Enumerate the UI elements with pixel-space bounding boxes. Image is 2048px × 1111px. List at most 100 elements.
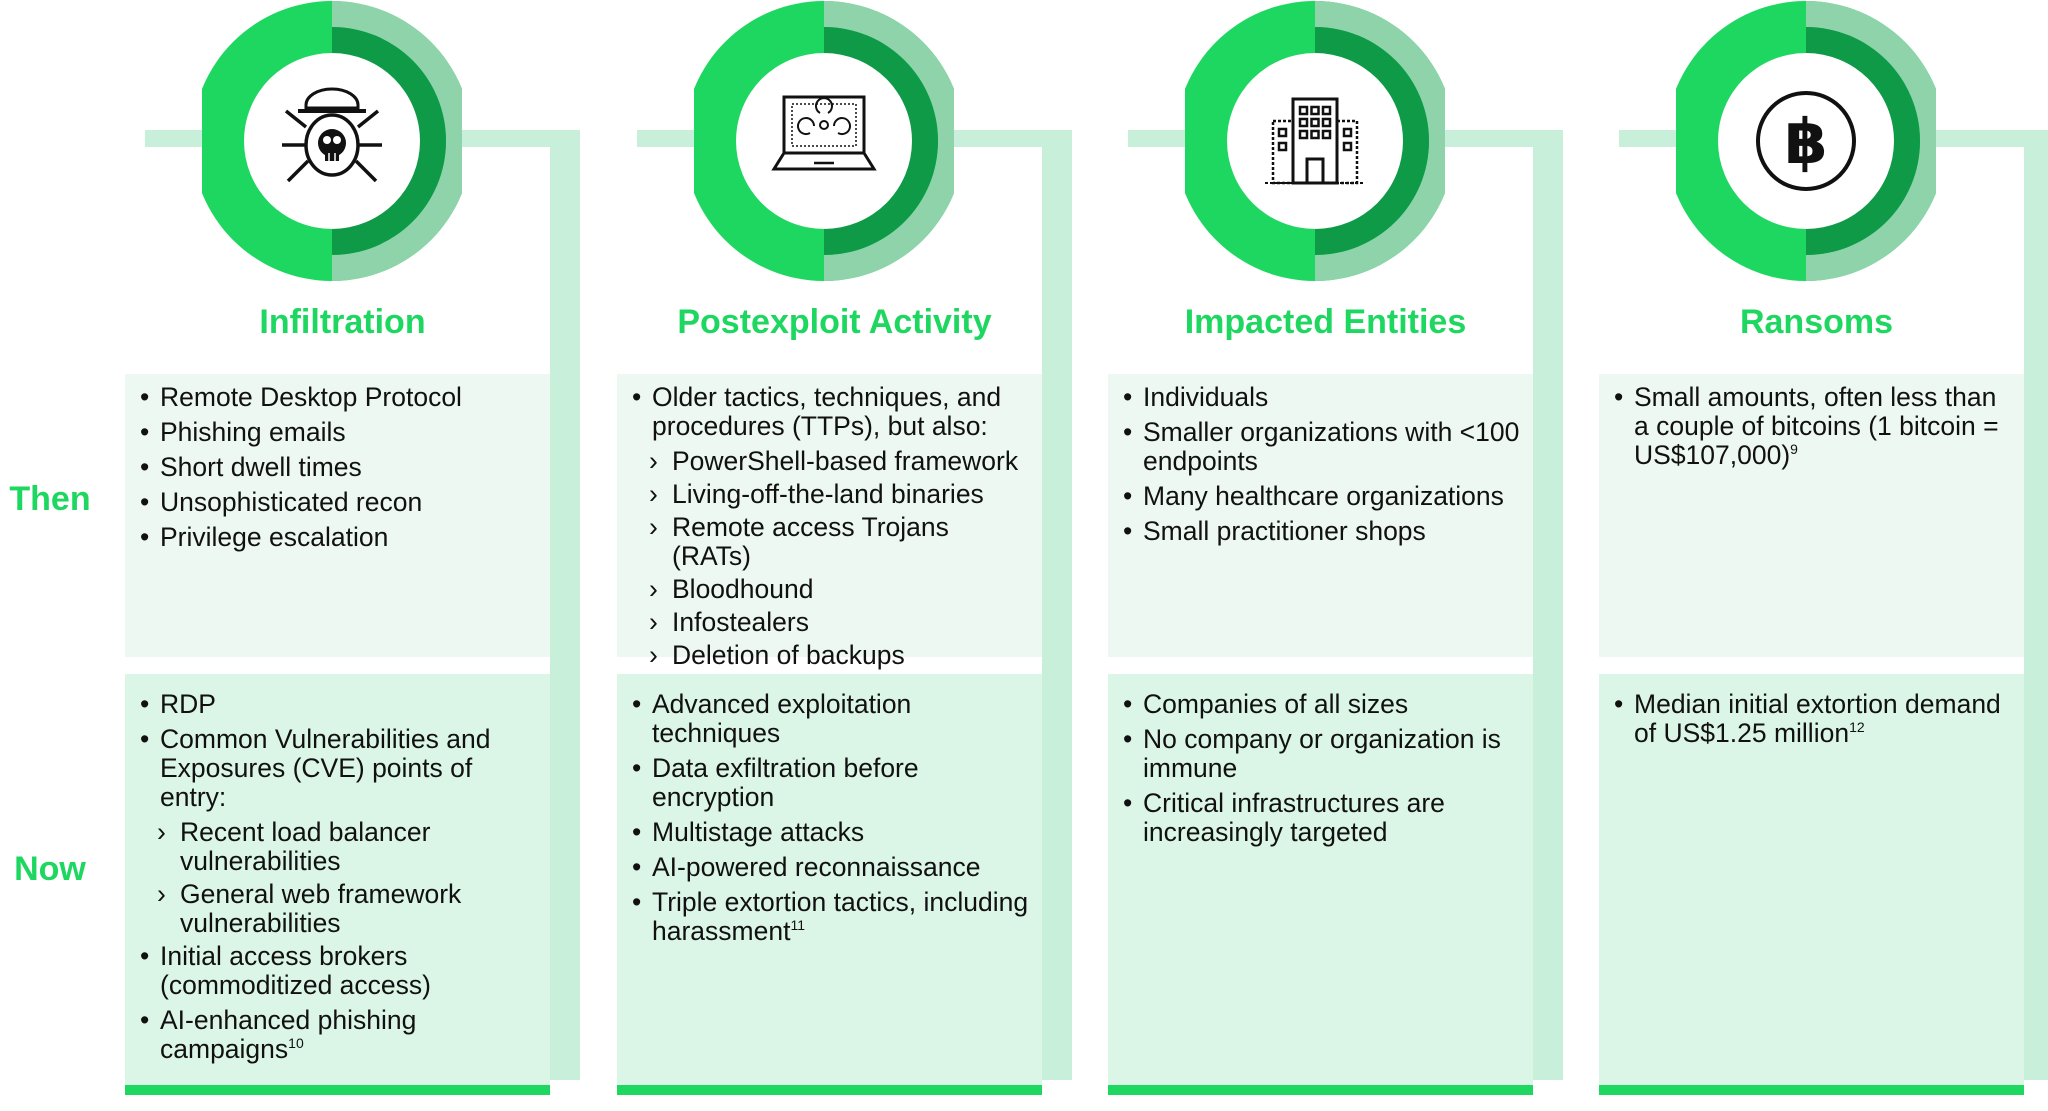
card	[1108, 147, 1533, 1095]
footnote-ref: 9	[1790, 441, 1798, 458]
list-item: Advanced exploitation techniques	[632, 690, 1032, 748]
list-item-text: Common Vulnerabilities and Exposures (CV…	[160, 724, 491, 812]
list-item-text: Smaller organizations with <100 endpoint…	[1143, 417, 1520, 476]
list-item: AI-powered reconnaissance	[632, 852, 1032, 883]
bitcoin-icon: ฿	[1756, 91, 1856, 191]
list-item-text: Deletion of backups	[672, 640, 905, 670]
column-infiltration: InfiltrationRemote Desktop ProtocolPhish…	[125, 0, 580, 1111]
list-item: Multistage attacks	[632, 817, 1032, 848]
now-list: Advanced exploitation techniquesData exf…	[632, 690, 1032, 952]
bug-skull-icon	[282, 87, 382, 183]
footnote-ref: 11	[790, 917, 805, 934]
list-item-text: No company or organization is immune	[1143, 724, 1501, 783]
list-item: Triple extortion tactics, including hara…	[632, 888, 1032, 946]
list-item-text: Phishing emails	[160, 417, 346, 447]
list-item: Older tactics, techniques, and procedure…	[632, 383, 1032, 441]
column-postexploit-activity: Postexploit ActivityOlder tactics, techn…	[617, 0, 1072, 1111]
icon-ring	[694, 1, 954, 281]
svg-text:฿: ฿	[1784, 105, 1827, 178]
list-item-text: Remote access Trojans (RATs)	[672, 512, 949, 571]
list-item-text: Remote Desktop Protocol	[160, 382, 462, 412]
list-item: Companies of all sizes	[1123, 689, 1523, 720]
list-item-text: General web framework vulnerabilities	[180, 879, 462, 938]
list-item: Common Vulnerabilities and Exposures (CV…	[140, 725, 540, 812]
column-title: Infiltration	[259, 303, 426, 341]
footnote-ref: 12	[1849, 719, 1865, 736]
list-item-text: Individuals	[1143, 382, 1269, 412]
sub-list-item: Infostealers	[632, 607, 1032, 638]
list-item: Unsophisticated recon	[140, 487, 540, 518]
list-item-text: PowerShell-based framework	[672, 446, 1019, 476]
sub-list-item: PowerShell-based framework	[632, 446, 1032, 477]
column-title: Ransoms	[1739, 303, 1894, 341]
list-item: Smaller organizations with <100 endpoint…	[1123, 418, 1523, 476]
now-list: Median initial extortion demand of US$1.…	[1614, 690, 2014, 754]
icon-ring: ฿	[1676, 1, 1936, 281]
list-item-text: Many healthcare organizations	[1143, 481, 1504, 511]
list-item: Individuals	[1123, 382, 1523, 413]
column-ransoms: ฿ RansomsSmall amounts, often less than a…	[1599, 0, 2048, 1111]
list-item-text: Initial access brokers (commoditized acc…	[160, 941, 431, 1000]
card	[1599, 147, 2024, 1095]
sub-list-item: Remote access Trojans (RATs)	[632, 513, 1032, 571]
list-item-text: Critical infrastructures are increasingl…	[1143, 788, 1445, 847]
sub-list-item: General web framework vulnerabilities	[140, 880, 540, 938]
biohazard-laptop-icon	[771, 95, 877, 171]
list-item-text: Advanced exploitation techniques	[652, 689, 912, 748]
list-item-text: Data exfiltration before encryption	[652, 753, 919, 812]
then-list: IndividualsSmaller organizations with <1…	[1123, 383, 1523, 552]
list-item-text: Small practitioner shops	[1143, 516, 1426, 546]
list-item: Phishing emails	[140, 417, 540, 448]
list-item: Privilege escalation	[140, 522, 540, 553]
list-item-text: Companies of all sizes	[1143, 689, 1409, 719]
list-item-text: Small amounts, often less than a couple …	[1634, 382, 1999, 470]
list-item-text: Recent load balancer vulnerabilities	[180, 817, 431, 876]
list-item-text: RDP	[160, 689, 216, 719]
list-item: No company or organization is immune	[1123, 725, 1523, 783]
then-list: Remote Desktop ProtocolPhishing emailsSh…	[140, 383, 540, 558]
list-item: Critical infrastructures are increasingl…	[1123, 789, 1523, 847]
list-item-text: Older tactics, techniques, and procedure…	[652, 382, 1002, 441]
card-bottom-bar	[1599, 1085, 2024, 1095]
list-item: Many healthcare organizations	[1123, 481, 1523, 512]
card-bottom-bar	[617, 1085, 1042, 1095]
list-item: Initial access brokers (commoditized acc…	[140, 942, 540, 1000]
icon-ring	[1185, 1, 1445, 281]
now-list: RDP Common Vulnerabilities and Exposures …	[140, 690, 540, 1070]
sub-list-item: Bloodhound	[632, 574, 1032, 605]
sub-list-item: Deletion of backups	[632, 640, 1032, 671]
list-item: Short dwell times	[140, 452, 540, 483]
list-item-text: Multistage attacks	[652, 817, 865, 847]
list-item: Median initial extortion demand of US$1.…	[1614, 690, 2014, 748]
list-item-text: Privilege escalation	[160, 522, 389, 552]
row-label-now: Now	[14, 850, 86, 888]
list-item-text: Short dwell times	[160, 452, 362, 482]
then-list: Older tactics, techniques, and procedure…	[632, 383, 1032, 674]
list-item-text: Median initial extortion demand of US$1.…	[1634, 689, 2001, 748]
footnote-ref: 10	[288, 1035, 304, 1052]
list-item-text: Triple extortion tactics, including hara…	[652, 887, 1029, 946]
card-bottom-bar	[125, 1085, 550, 1095]
now-list: Companies of all sizes No company or orga…	[1123, 690, 1523, 853]
office-building-icon	[1265, 97, 1365, 185]
list-item: Data exfiltration before encryption	[632, 754, 1032, 812]
list-item: RDP	[140, 689, 540, 720]
list-item-text: AI-powered reconnaissance	[652, 852, 981, 882]
row-label-then: Then	[9, 480, 91, 518]
list-item: Remote Desktop Protocol	[140, 382, 540, 413]
icon-ring	[202, 1, 462, 281]
sub-list-item: Living-off-the-land binaries	[632, 479, 1032, 510]
column-impacted-entities: Impacted EntitiesIndividualsSmaller orga…	[1108, 0, 1563, 1111]
list-item-text: AI-enhanced phishing campaigns	[160, 1005, 417, 1064]
list-item: Small amounts, often less than a couple …	[1614, 383, 2014, 470]
list-item: AI-enhanced phishing campaigns10	[140, 1006, 540, 1064]
list-item-text: Unsophisticated recon	[160, 487, 423, 517]
list-item-text: Bloodhound	[672, 574, 814, 604]
list-item-text: Infostealers	[672, 607, 809, 637]
sub-list-item: Recent load balancer vulnerabilities	[140, 818, 540, 876]
then-list: Small amounts, often less than a couple …	[1614, 383, 2014, 476]
card-bottom-bar	[1108, 1085, 1533, 1095]
list-item: Small practitioner shops	[1123, 516, 1523, 547]
column-title: Postexploit Activity	[677, 303, 992, 341]
list-item-text: Living-off-the-land binaries	[672, 479, 984, 509]
